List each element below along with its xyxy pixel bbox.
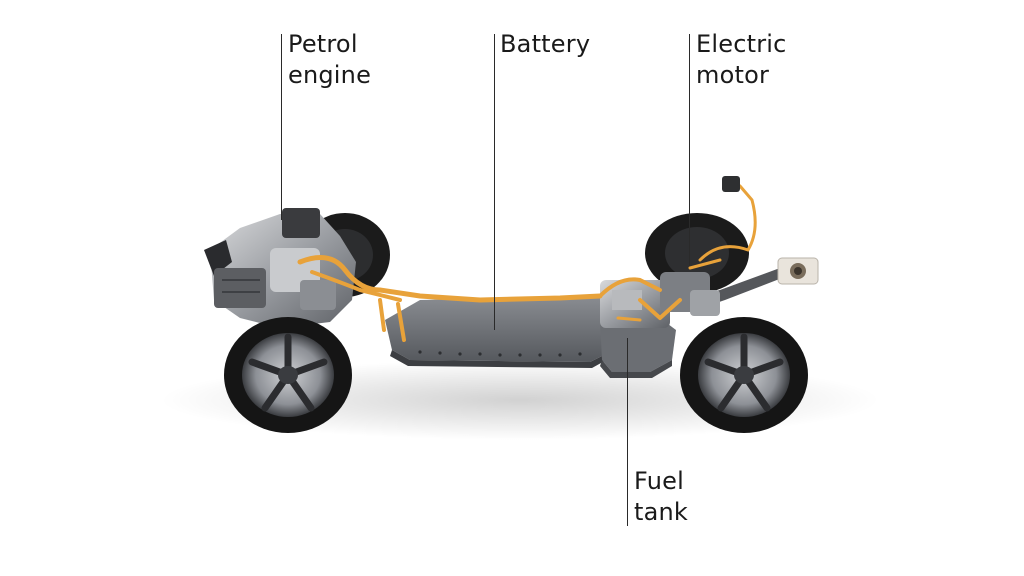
high-voltage-cables	[297, 184, 757, 342]
label-petrol-engine: Petrol engine	[288, 30, 372, 89]
label-battery: Battery	[500, 30, 591, 58]
label-electric-motor: Electric motor	[696, 30, 787, 89]
leader-line-battery	[494, 34, 495, 330]
leader-line-electric-motor	[689, 34, 690, 266]
leader-line-petrol-engine	[281, 34, 282, 220]
leader-line-fuel-tank	[627, 338, 628, 526]
wheel-front-near	[224, 317, 352, 433]
wheel-rear-near	[680, 317, 808, 433]
fuel-tank	[600, 318, 676, 378]
connector	[722, 176, 740, 192]
wheel-rear-far	[645, 213, 749, 293]
petrol-engine	[204, 208, 356, 328]
label-fuel-tank: Fuel tank	[634, 467, 689, 526]
rear-electric-motor	[600, 272, 720, 328]
battery-pack	[385, 296, 615, 368]
